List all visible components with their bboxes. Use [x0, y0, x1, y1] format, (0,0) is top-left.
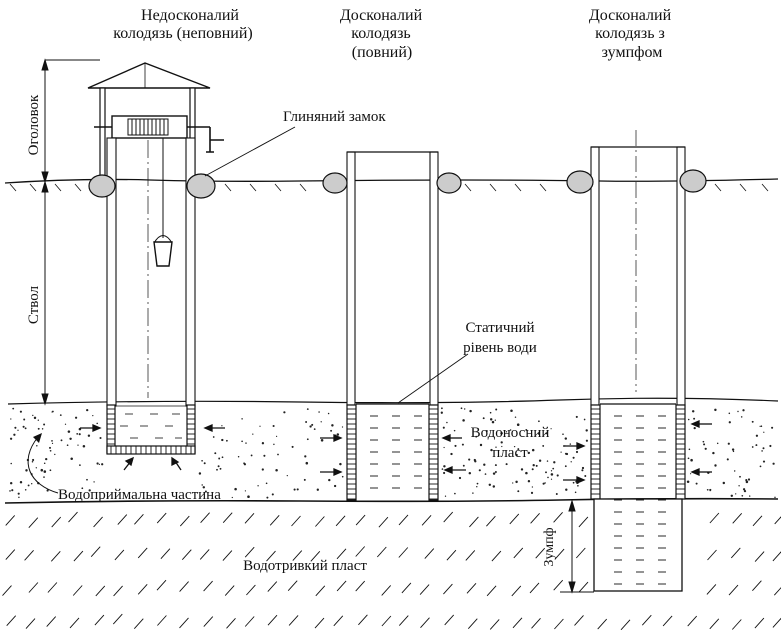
title-complete-well-line2: колодязь [351, 25, 410, 42]
title-complete-well-line1: Досконалий [340, 7, 423, 24]
label-impermeable-layer: Водотривкий пласт [243, 558, 367, 574]
well2-filter-right [428, 404, 439, 501]
water-sump-well [614, 415, 666, 585]
dimension-lines [41, 58, 594, 594]
label-shaft: Ствол [26, 285, 42, 324]
water-complete-well [370, 415, 422, 489]
clay-lock-left [88, 174, 116, 198]
well2-clay-lock-left [322, 172, 348, 194]
ground-surface-line [4, 178, 779, 184]
winch-crank [206, 127, 224, 153]
sump-body [593, 498, 683, 592]
inflow-arrows-sump [563, 420, 712, 484]
well2-wall-right [429, 151, 439, 406]
well2-wall-left [346, 151, 356, 406]
title-incomplete-well-line1: Недосконалий [141, 7, 239, 24]
clay-lock-leader [204, 126, 296, 177]
well3-clay-lock-left [566, 170, 594, 194]
inflow-arrows-complete [320, 434, 466, 476]
intake-part-leader [27, 436, 59, 494]
label-aquifer-line2: пласт [492, 445, 528, 461]
water-incomplete-well [116, 405, 186, 439]
label-head: Оголовок [26, 94, 42, 155]
complete-well [320, 151, 466, 501]
title-incomplete-well-line2: колодязь (неповний) [113, 25, 253, 42]
incomplete-well [80, 62, 225, 471]
sump-well [563, 130, 712, 592]
well2-clay-lock-right [436, 172, 462, 194]
impermeable-layer-hatching [2, 511, 781, 630]
ground-hatching [9, 183, 769, 192]
inflow-arrows-incomplete [80, 424, 225, 471]
label-static-level-line1: Статичний [465, 320, 534, 336]
clay-lock-right [186, 173, 216, 199]
static-level-leader [397, 353, 469, 404]
label-aquifer-line1: Водоносний [471, 425, 550, 441]
label-intake-part: Водоприймальна частина [58, 487, 221, 503]
bucket-icon [153, 241, 173, 267]
title-sump-well-line3: зумпфом [602, 44, 663, 61]
label-static-level-line2: рівень води [463, 340, 537, 356]
well3-clay-lock-right [679, 169, 707, 193]
aquifer-sand-texture [9, 407, 776, 499]
title-sump-well-line1: Досконалий [589, 7, 672, 24]
title-sump-well-line2: колодязь з [595, 25, 665, 42]
title-complete-well-line3: (повний) [352, 44, 412, 61]
well-roof [87, 62, 211, 89]
winch-post-left [99, 87, 106, 181]
label-clay-lock: Глиняний замок [283, 109, 386, 125]
aquifer-top-boundary [7, 397, 779, 405]
well2-filter-left [346, 404, 357, 501]
label-sump: Зумпф [542, 527, 557, 566]
